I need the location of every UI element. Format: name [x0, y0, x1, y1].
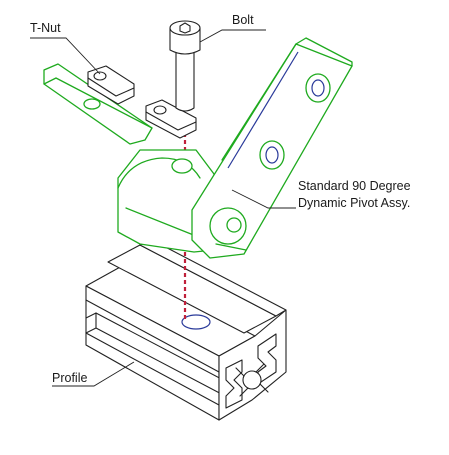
pivot-label-line2: Dynamic Pivot Assy.	[298, 196, 410, 210]
profile-label: Profile	[52, 371, 87, 385]
bolt-leader	[199, 29, 266, 43]
tnut-lower	[145, 99, 197, 139]
bolt	[169, 20, 201, 112]
pivot-assembly	[43, 37, 353, 259]
bolt-label: Bolt	[232, 13, 254, 27]
tnut-leader	[30, 37, 101, 75]
pivot-label-line1: Standard 90 Degree	[298, 179, 411, 193]
tnut-upper	[87, 65, 135, 105]
pivot-leader	[231, 189, 296, 209]
tnut-label: T-Nut	[30, 21, 61, 35]
profile-leader	[52, 361, 135, 387]
profile-extrusion	[85, 239, 287, 421]
